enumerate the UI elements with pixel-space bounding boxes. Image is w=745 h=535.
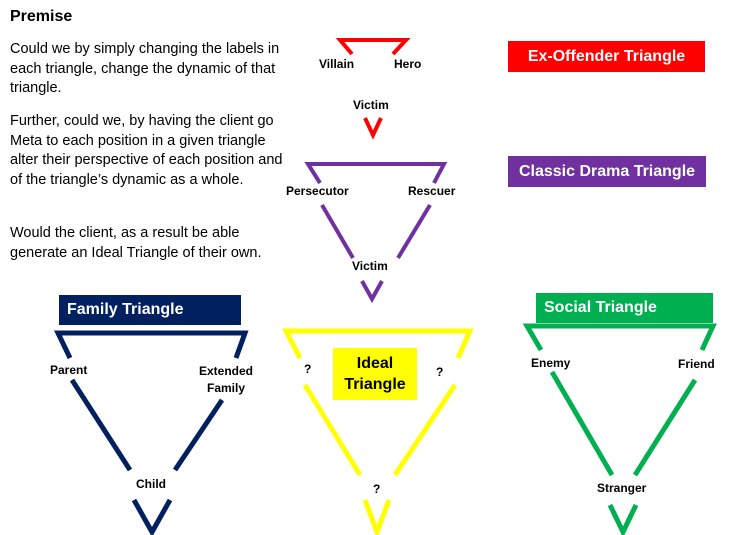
classic-drama-triangle-right-side bbox=[396, 203, 432, 260]
ex-offender-label-left: Villain bbox=[319, 57, 355, 71]
family-label-left: Parent bbox=[50, 363, 88, 377]
social-triangle-left-side bbox=[549, 370, 615, 477]
classic-drama-label-right: Rescuer bbox=[408, 184, 456, 198]
social-triangle-outline bbox=[522, 323, 717, 352]
classic-drama-triangle-left-side bbox=[320, 203, 355, 260]
family-triangle-bottom bbox=[131, 498, 173, 535]
family-triangle-title: Family Triangle bbox=[59, 295, 241, 325]
classic-drama-label-bottom: Victim bbox=[352, 259, 388, 273]
ideal-triangle-bottom bbox=[362, 499, 392, 535]
social-triangle-bottom bbox=[607, 503, 639, 535]
social-triangle-title: Social Triangle bbox=[536, 293, 713, 323]
ex-offender-triangle-title: Ex-Offender Triangle bbox=[508, 41, 705, 72]
social-label-right: Friend bbox=[678, 357, 715, 371]
premise-paragraph-2: Further, could we, by having the client … bbox=[10, 113, 283, 188]
ideal-triangle-left-side bbox=[302, 383, 363, 477]
family-label-bottom: Child bbox=[136, 477, 166, 491]
premise-paragraph-3: Would the client, as a result be able ge… bbox=[10, 225, 262, 261]
ideal-triangle-title: Ideal Triangle bbox=[333, 348, 417, 400]
premise-title: Premise bbox=[10, 8, 73, 25]
social-label-bottom: Stranger bbox=[597, 481, 647, 495]
family-triangle-outline bbox=[54, 330, 249, 360]
family-label-right: Extended Family bbox=[198, 364, 253, 395]
family-triangle-right-side bbox=[172, 398, 225, 472]
social-label-left: Enemy bbox=[531, 356, 571, 370]
family-triangle-left-side bbox=[69, 378, 133, 472]
social-triangle-right-side bbox=[632, 378, 698, 477]
classic-drama-triangle-bottom bbox=[360, 280, 384, 304]
ideal-triangle-outline bbox=[281, 328, 474, 360]
ideal-triangle-right-side bbox=[392, 383, 458, 477]
ideal-label-right: ? bbox=[436, 365, 444, 379]
classic-drama-triangle-outline bbox=[304, 162, 448, 185]
ex-offender-label-bottom: Victim bbox=[353, 98, 389, 112]
ideal-label-left: ? bbox=[304, 362, 312, 376]
ex-offender-label-right: Hero bbox=[394, 57, 422, 71]
ex-offender-triangle-outline bbox=[335, 38, 411, 56]
premise-paragraph-1: Could we by simply changing the labels i… bbox=[10, 41, 280, 96]
ex-offender-triangle-bottom bbox=[363, 117, 383, 140]
classic-drama-triangle-title: Classic Drama Triangle bbox=[508, 156, 706, 187]
ideal-label-bottom: ? bbox=[373, 482, 381, 496]
classic-drama-label-left: Persecutor bbox=[286, 184, 349, 198]
